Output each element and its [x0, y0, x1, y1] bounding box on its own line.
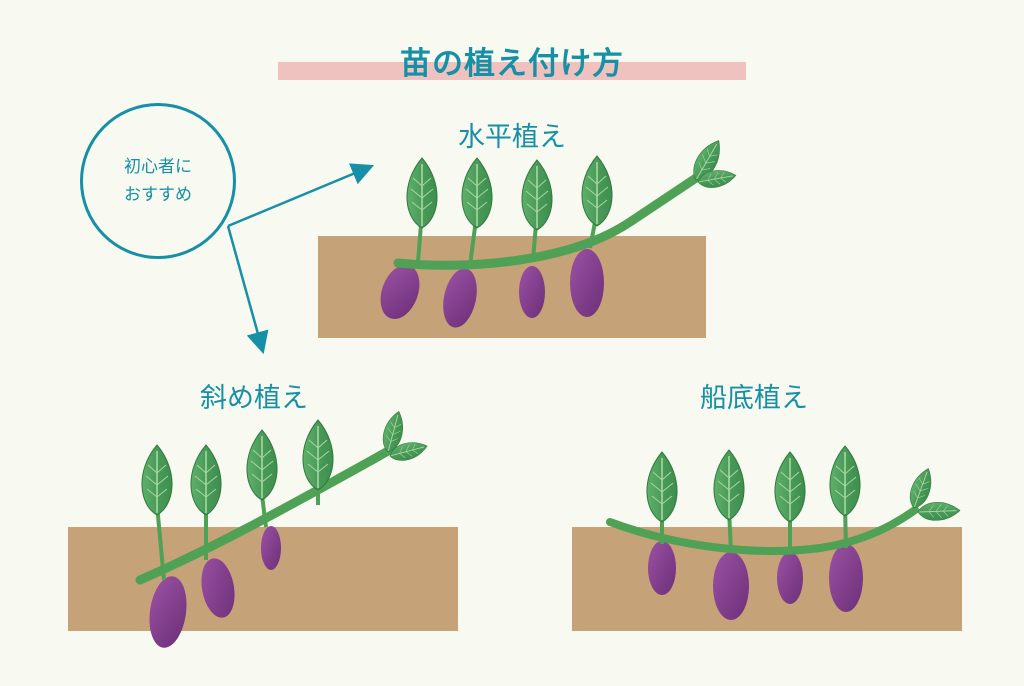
callout-arrows	[226, 163, 375, 355]
sweet-potato	[570, 249, 604, 317]
boat-bottom-planting	[572, 445, 962, 631]
potatoes	[648, 541, 863, 620]
leaf	[406, 157, 438, 229]
potatoes	[380, 249, 604, 328]
sweet-potato	[648, 541, 676, 595]
title-highlight-band	[278, 62, 746, 80]
sweet-potato	[201, 558, 235, 618]
vine	[393, 173, 701, 270]
leaf	[917, 501, 961, 522]
leaf	[461, 157, 493, 229]
method-label-slanted: 斜め植え	[200, 383, 308, 414]
sweet-potato	[519, 266, 545, 318]
sweet-potato	[380, 264, 420, 320]
leaf	[829, 445, 861, 517]
sweet-potato	[829, 544, 863, 612]
callout-text: 初心者に おすすめ	[124, 157, 192, 205]
leaf	[246, 429, 278, 501]
beginner-callout: 初心者に おすすめ	[80, 103, 236, 259]
sweet-potato	[777, 552, 803, 604]
vine	[135, 445, 395, 585]
horizontal-planting	[318, 135, 738, 338]
leaf	[302, 419, 334, 491]
soil-block	[572, 527, 962, 631]
sweet-potato	[149, 576, 187, 648]
leaf	[713, 449, 745, 521]
vine	[606, 506, 919, 555]
leaf	[521, 159, 553, 231]
method-label-boat-bottom: 船底植え	[700, 383, 808, 414]
leaf	[190, 444, 222, 516]
leaf	[581, 155, 613, 227]
sweet-potato	[443, 268, 477, 328]
slanted-planting	[68, 408, 458, 648]
method-label-horizontal: 水平植え	[458, 122, 566, 153]
sweet-potato	[713, 552, 749, 620]
soil-block	[318, 236, 706, 338]
page-title: 苗の植え付け方	[400, 46, 624, 82]
leaf	[646, 451, 678, 523]
arrow-to-slanted	[226, 225, 269, 355]
arrow-to-horizontal	[227, 163, 375, 228]
sweet-potato	[261, 526, 281, 570]
leaf	[774, 451, 806, 523]
leaf	[141, 444, 173, 516]
potatoes	[149, 526, 281, 648]
